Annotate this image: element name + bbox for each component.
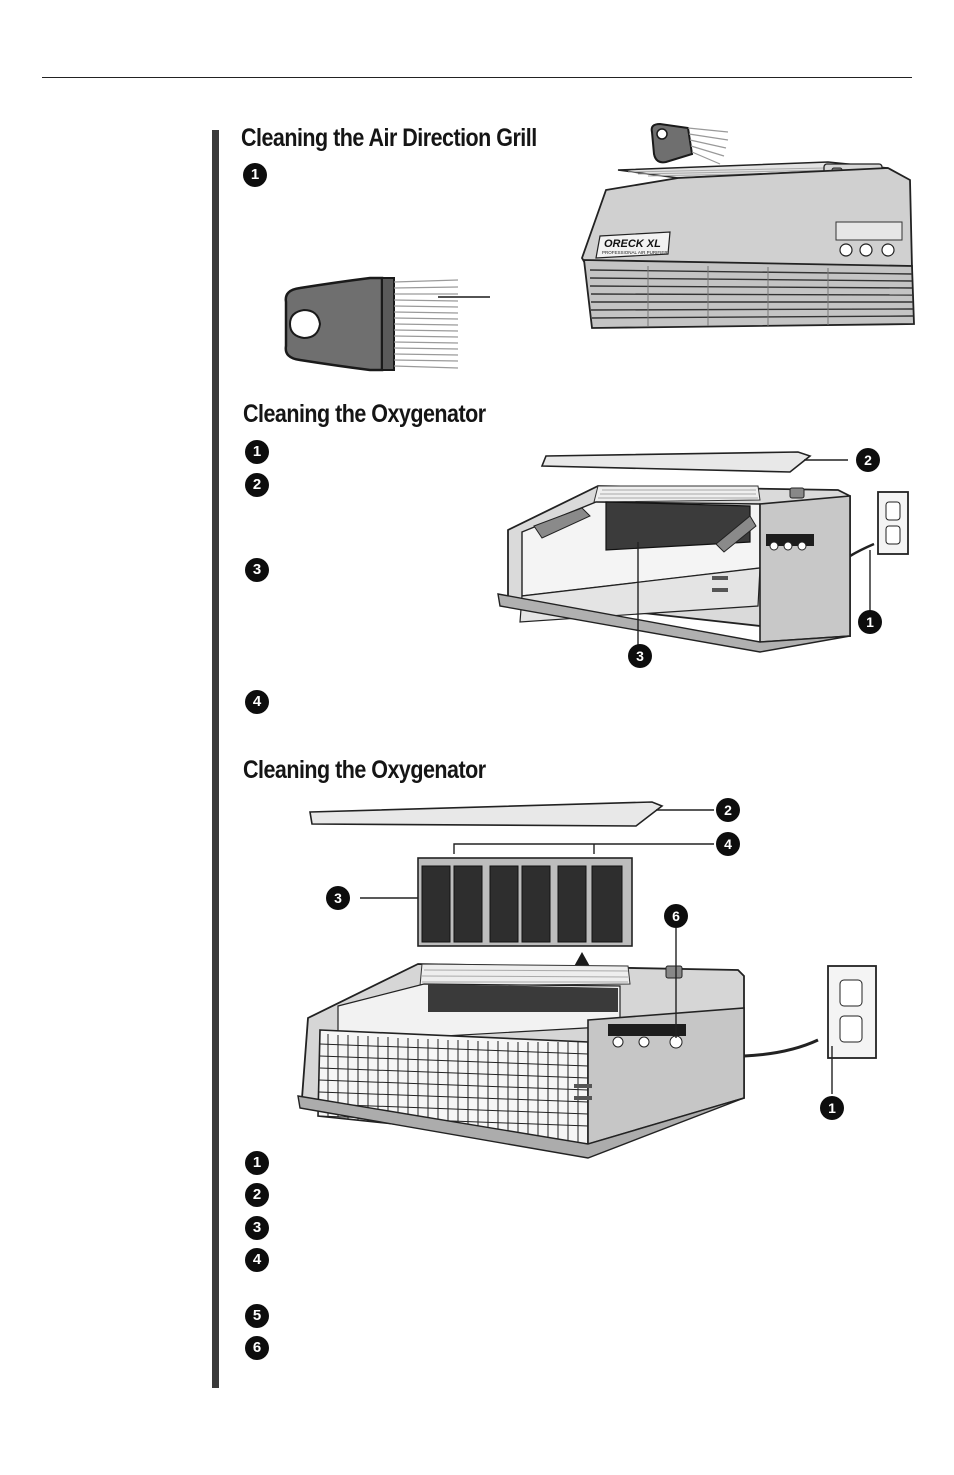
small-brush-icon [650, 122, 729, 165]
step-badge-s1-1: 1 [243, 163, 267, 187]
heading-oxygenator-1: Cleaning the Oxygenator [243, 400, 486, 428]
callout-s2-2: 2 [856, 448, 880, 472]
open-purifier-illustration [497, 451, 909, 653]
step-badge-s3-4: 4 [245, 1248, 269, 1272]
step-badge-s2-4: 4 [245, 690, 269, 714]
heading-oxygenator-2: Cleaning the Oxygenator [243, 756, 486, 784]
step-badge-s2-1: 1 [245, 440, 269, 464]
callout-s3-1: 1 [820, 1096, 844, 1120]
step-badge-s3-1: 1 [245, 1151, 269, 1175]
step-badge-s3-2: 2 [245, 1183, 269, 1207]
exploded-purifier-illustration [297, 801, 877, 1159]
callout-s2-3: 3 [628, 644, 652, 668]
step-badge-s3-6: 6 [245, 1336, 269, 1360]
air-purifier-grill-illustration: ORECK XL PROFESSIONAL AIR PURIFIER [581, 122, 915, 329]
callout-s3-4: 4 [716, 832, 740, 856]
cleaning-brush-illustration [284, 276, 490, 372]
model-line-text: PROFESSIONAL AIR PURIFIER [602, 250, 668, 255]
step-badge-s3-3: 3 [245, 1216, 269, 1240]
step-badge-s2-2: 2 [245, 473, 269, 497]
heading-air-direction-grill: Cleaning the Air Direction Grill [241, 124, 537, 152]
top-rule [42, 77, 912, 78]
callout-s2-1: 1 [858, 610, 882, 634]
oreck-logo-text: ORECK XL [604, 238, 661, 250]
callout-s3-3: 3 [326, 886, 350, 910]
step-badge-s2-3: 3 [245, 558, 269, 582]
step-badge-s3-5: 5 [245, 1304, 269, 1328]
callout-s3-6: 6 [664, 904, 688, 928]
left-margin-bar [212, 130, 219, 1388]
callout-s3-2: 2 [716, 798, 740, 822]
